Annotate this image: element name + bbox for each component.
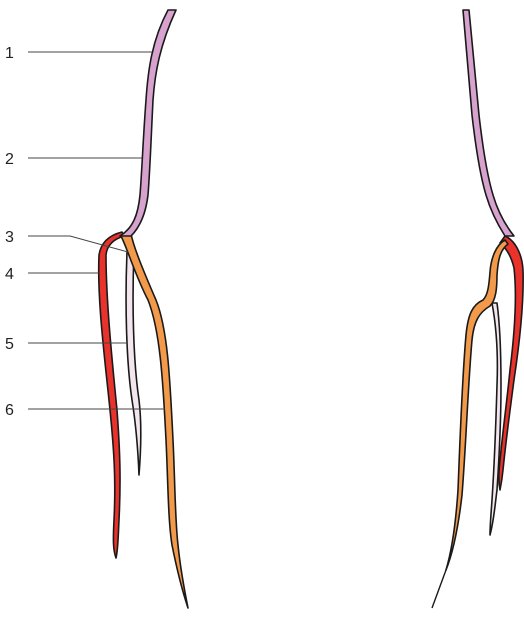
right-figure [432, 10, 523, 608]
label-2: 2 [5, 151, 14, 168]
right-upper-trunk [463, 10, 514, 236]
label-5: 5 [5, 336, 14, 353]
left-pale-vessel [126, 252, 141, 475]
left-red-vessel [99, 232, 124, 558]
right-red-vessel [499, 236, 523, 490]
left-figure: 1 2 3 4 5 6 [5, 10, 188, 608]
left-upper-trunk [120, 10, 176, 236]
right-bottom-stroke [432, 570, 446, 608]
label-6: 6 [5, 402, 14, 419]
right-pale-vessel [490, 303, 501, 535]
label-3: 3 [5, 229, 14, 246]
label-4: 4 [5, 266, 14, 283]
label-1: 1 [5, 45, 14, 62]
